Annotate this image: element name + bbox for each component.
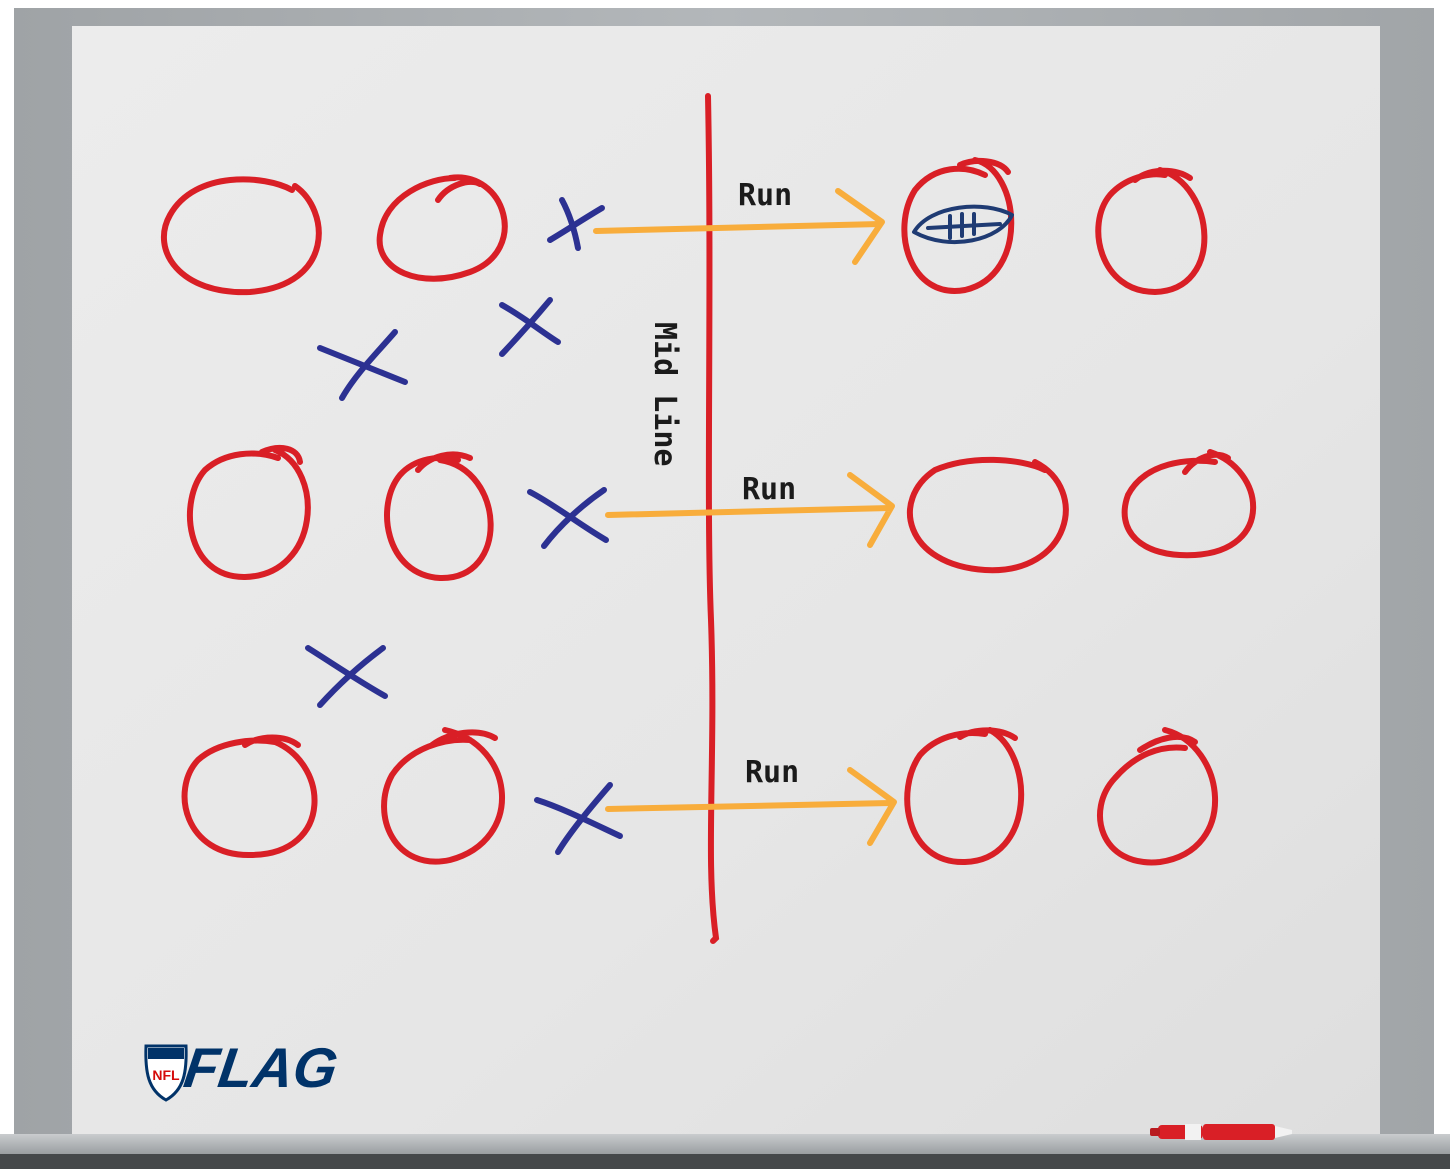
player-circle xyxy=(901,157,1015,294)
defender-cross xyxy=(534,782,623,855)
defender-cross xyxy=(317,329,408,401)
player-circle xyxy=(907,456,1069,574)
flag-wordmark: FLAG xyxy=(180,1036,341,1099)
run-arrow-top xyxy=(593,188,885,265)
run-arrow-bottom xyxy=(605,767,897,846)
player-circle xyxy=(381,727,505,865)
nfl-shield-icon xyxy=(144,1044,188,1102)
player-circle xyxy=(161,176,322,296)
nfl-shield-top xyxy=(148,1048,184,1059)
run-label-middle: Run xyxy=(742,472,796,507)
defender-cross xyxy=(499,297,561,357)
run-label-bottom: Run xyxy=(745,755,799,790)
player-circle xyxy=(186,444,311,581)
defender-cross xyxy=(547,197,605,251)
defense-crosses xyxy=(305,197,623,855)
defender-cross xyxy=(305,645,388,708)
defender-cross xyxy=(527,487,609,549)
player-circle xyxy=(1095,167,1208,296)
marker-icon xyxy=(1150,1124,1292,1140)
mid-line-label: Mid Line xyxy=(647,322,682,467)
board-tray-shadow xyxy=(0,1154,1450,1169)
player-circle xyxy=(1121,449,1257,559)
run-label-top: Run xyxy=(738,178,792,213)
player-circle xyxy=(904,727,1025,866)
run-arrows xyxy=(593,188,897,846)
board-surface xyxy=(72,26,1380,1138)
player-circle xyxy=(384,451,494,582)
football-icon xyxy=(912,204,1014,245)
nfl-flag-logo: NFL FLAG xyxy=(144,1036,342,1102)
mid-line xyxy=(705,93,720,944)
player-circle xyxy=(1097,727,1218,866)
run-arrow-middle xyxy=(605,472,895,548)
nfl-shield-text: NFL xyxy=(152,1067,180,1083)
player-circle xyxy=(376,174,508,282)
offense-circles xyxy=(161,157,1257,866)
player-circle xyxy=(181,734,318,859)
board-tray xyxy=(0,1134,1450,1154)
